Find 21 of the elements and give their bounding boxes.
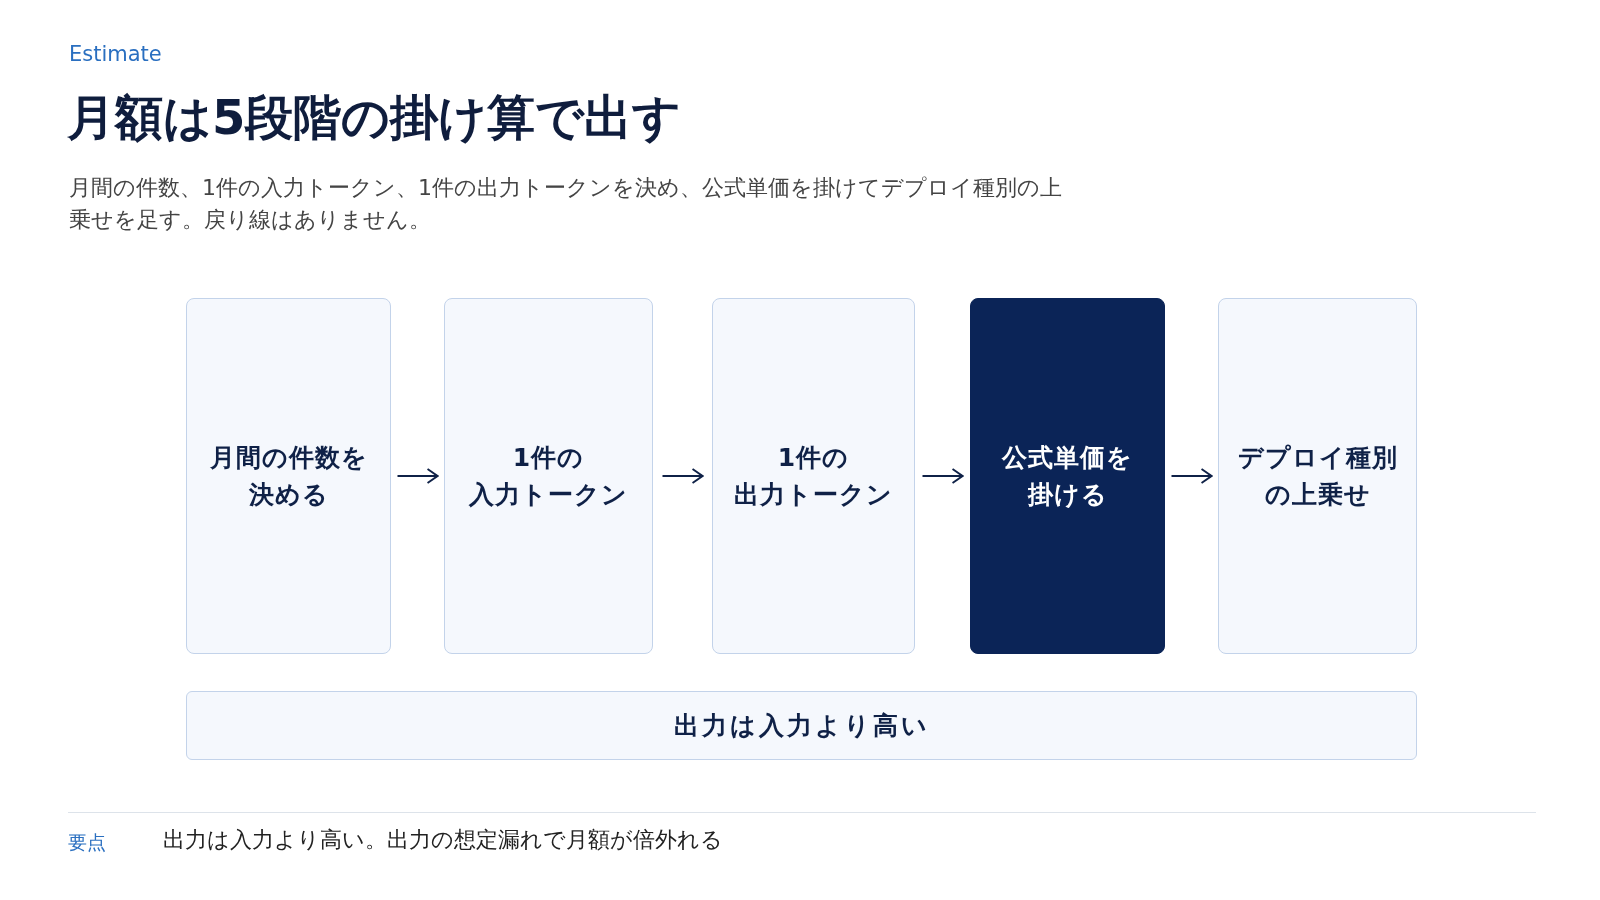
step-text: 1件の出力トークン — [734, 441, 893, 511]
step-box — [1218, 298, 1417, 654]
step-box — [186, 298, 391, 654]
step-text: 公式単価を掛ける — [1002, 441, 1133, 511]
step-box — [444, 298, 653, 654]
arrow — [661, 468, 704, 484]
key-point-text: 出力は入力より高い。出力の想定漏れで月額が倍外れる — [163, 826, 723, 854]
key-point-label: 要点 — [68, 830, 106, 855]
step-text: 1件の入力トークン — [469, 441, 628, 511]
step-text: 月間の件数を決める — [209, 441, 368, 511]
arrow — [396, 468, 439, 484]
arrow — [1170, 468, 1213, 484]
title: 月額は5段階の掛け算で出す — [67, 88, 682, 147]
step-text: デプロイ種別の上乗せ — [1237, 441, 1398, 511]
section-label: Estimate — [69, 42, 162, 66]
step-box — [712, 298, 915, 654]
arrow — [921, 468, 964, 484]
step-text: 出力は入力より高い — [673, 709, 930, 742]
note-bar — [186, 691, 1417, 760]
description: 月間の件数、1件の入力トークン、1件の出力トークンを決め、公式単価を掛けてデプロイ種別の上乗せを足す。戻り線はありません。 — [69, 174, 1063, 234]
highlighted-step-box — [970, 298, 1165, 654]
